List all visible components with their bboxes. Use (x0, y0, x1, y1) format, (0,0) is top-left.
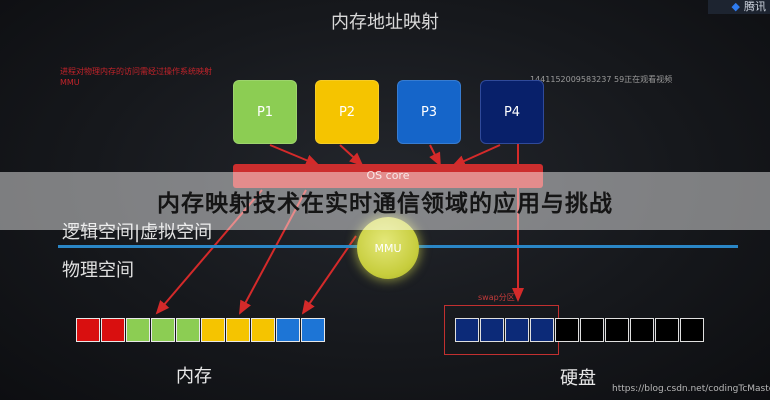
virtual-space-label: 逻辑空间|虚拟空间 (62, 222, 213, 243)
process-p4: P4 (480, 80, 544, 144)
headline-banner: 内存映射技术在实时通信领域的应用与挑战 (0, 172, 770, 230)
memory-cell (126, 318, 150, 342)
memory-cells (76, 318, 326, 342)
arrow-p3-to-os (429, 144, 441, 167)
memory-cell (301, 318, 325, 342)
disk-cell (605, 318, 629, 342)
viewer-count-note: 1441152009583237 59正在观看视频 (530, 75, 673, 84)
disk-cell (580, 318, 604, 342)
disk-cell (480, 318, 504, 342)
mmu-node: MMU (357, 217, 419, 279)
physical-space-label: 物理空间 (62, 260, 134, 281)
arrow-p4-to-os (451, 144, 501, 167)
memory-cell (276, 318, 300, 342)
logo-text: 腾讯 (744, 0, 766, 13)
diagram-title: 内存地址映射 (331, 12, 439, 33)
memory-cell (226, 318, 250, 342)
disk-cell (630, 318, 654, 342)
process-p1: P1 (233, 80, 297, 144)
disk-cell (680, 318, 704, 342)
disk-cell (455, 318, 479, 342)
memory-cell (201, 318, 225, 342)
arrow-os-to-mem-red (155, 189, 263, 315)
disk-cell (655, 318, 679, 342)
memory-label: 内存 (176, 366, 212, 387)
memory-cell (76, 318, 100, 342)
swap-partition-label: swap分区 (478, 293, 515, 302)
memory-cell (151, 318, 175, 342)
memory-cell (176, 318, 200, 342)
disk-cell (530, 318, 554, 342)
arrow-p1-to-os (269, 144, 320, 166)
memory-cell (251, 318, 275, 342)
arrow-os-to-mem-yellow (301, 235, 357, 315)
logo-icon: ◆ (731, 0, 740, 13)
arrow-p2-to-os (339, 144, 364, 167)
process-p2: P2 (315, 80, 379, 144)
memory-cell (101, 318, 125, 342)
disk-cell (555, 318, 579, 342)
disk-cells (455, 318, 705, 342)
arrow-os-to-mem-green (239, 189, 307, 315)
process-p3: P3 (397, 80, 461, 144)
red-annotation: 进程对物理内存的访问需经过操作系统映射MMU (60, 67, 212, 87)
disk-label: 硬盘 (560, 368, 596, 389)
brand-logo: ◆ 腾讯 (708, 0, 770, 14)
source-watermark: https://blog.csdn.net/codingTcMaster (612, 384, 770, 394)
os-core-bar: OS core (233, 164, 543, 188)
headline-text: 内存映射技术在实时通信领域的应用与挑战 (157, 191, 613, 217)
disk-cell (505, 318, 529, 342)
